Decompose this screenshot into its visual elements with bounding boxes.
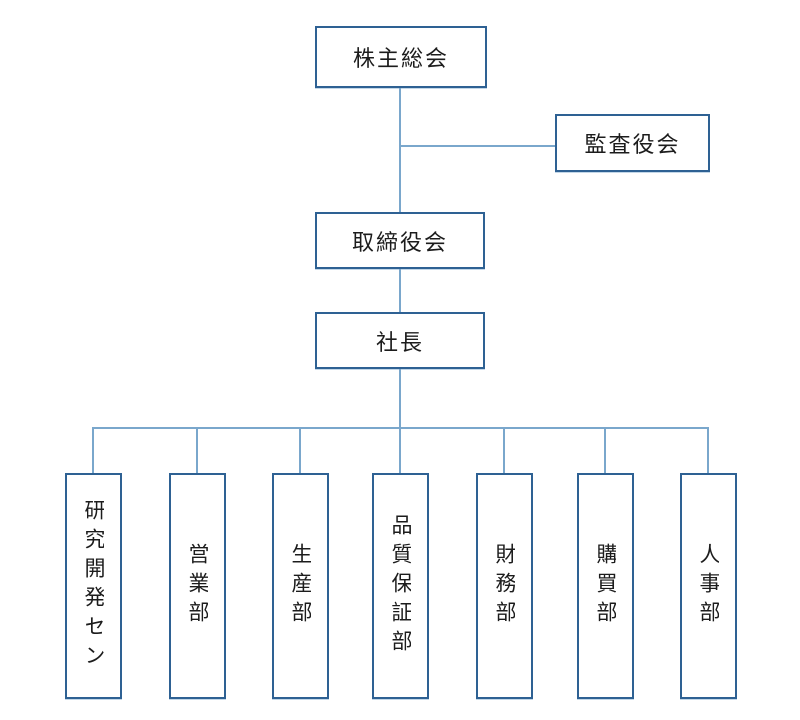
- node-label: 財務部: [494, 542, 515, 630]
- node-dept-finance: 財務部: [476, 473, 533, 699]
- node-dept-production: 生産部: [272, 473, 329, 699]
- connector-branch-to-audit: [399, 145, 555, 147]
- node-label: 取締役会: [351, 230, 448, 256]
- connector-drop-hr: [707, 429, 709, 473]
- node-audit-board: 監査役会: [555, 114, 710, 172]
- connector-drop-finance: [503, 429, 505, 473]
- node-label: 株主総会: [352, 47, 449, 72]
- connector-drop-rd-center: [92, 429, 94, 473]
- node-dept-rd-center: 研究開発セン: [65, 473, 122, 699]
- node-shareholders-meeting: 株主総会: [315, 26, 487, 88]
- node-label: 監査役会: [584, 133, 681, 158]
- node-label: 研究開発セン: [83, 499, 104, 673]
- connector-president-to-bus: [399, 369, 401, 428]
- connector-board-to-president: [399, 269, 401, 312]
- node-label: 品質保証部: [390, 513, 411, 659]
- connector-drop-production: [299, 429, 301, 473]
- node-label: 営業部: [187, 542, 208, 630]
- node-dept-hr: 人事部: [680, 473, 737, 699]
- node-label: 購買部: [595, 542, 616, 630]
- node-dept-sales: 営業部: [169, 473, 226, 699]
- connector-shareholders-to-board: [399, 88, 401, 212]
- node-label: 社長: [375, 330, 424, 356]
- connector-drop-purchasing: [604, 429, 606, 473]
- connector-drop-sales: [196, 429, 198, 473]
- node-dept-purchasing: 購買部: [577, 473, 634, 699]
- connector-department-bus: [92, 427, 709, 429]
- connector-drop-quality: [399, 429, 401, 473]
- node-label: 人事部: [698, 542, 719, 630]
- node-board-of-directors: 取締役会: [315, 212, 485, 269]
- node-label: 生産部: [290, 542, 311, 630]
- node-dept-quality-assurance: 品質保証部: [372, 473, 429, 699]
- node-president: 社長: [315, 312, 485, 369]
